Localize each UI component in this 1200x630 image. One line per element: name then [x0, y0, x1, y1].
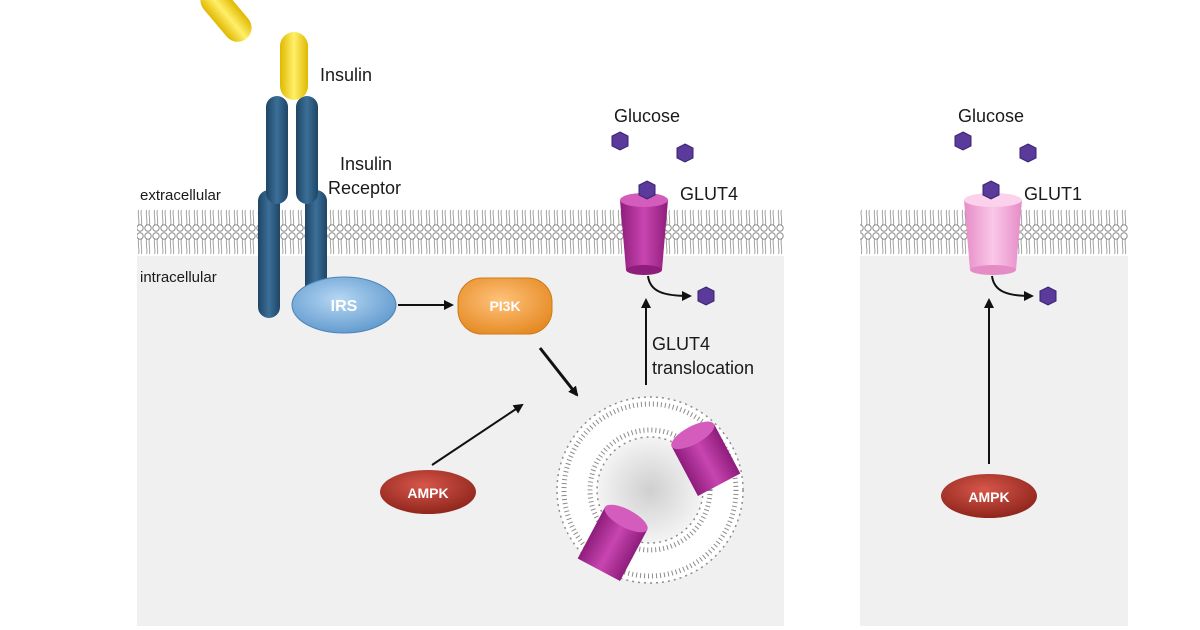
glut1-transporter [964, 193, 1022, 275]
insulin-receptor-label-line2: Receptor [328, 178, 401, 198]
ampk-to-pathway-arrow [431, 403, 524, 466]
glucose-molecules [611, 131, 1057, 306]
irs-node: IRS [291, 276, 397, 334]
glucose-icon [954, 131, 972, 151]
glucose-left-label: Glucose [614, 106, 680, 126]
ampk-left-node: AMPK [380, 470, 476, 514]
vesicle-glut4-upper [671, 421, 741, 496]
pi3k-node: PI3K [457, 277, 553, 335]
extracellular-label: extracellular [140, 187, 221, 204]
pi3k-to-vesicle-arrow [538, 347, 579, 397]
ampk-right-label: AMPK [968, 489, 1009, 505]
glut4-label: GLUT4 [680, 184, 738, 204]
ampk-right-node: AMPK [941, 474, 1037, 518]
left-cell-membrane [137, 206, 784, 264]
glut1-label: GLUT1 [1024, 184, 1082, 204]
ampk-left-label: AMPK [407, 485, 448, 501]
insulin-label: Insulin [320, 65, 372, 85]
glut4-release-arrow [647, 275, 692, 301]
glucose-icon [1019, 143, 1037, 163]
intracellular-label: intracellular [140, 269, 217, 286]
irs-label: IRS [331, 298, 358, 315]
translocation-label-line1: GLUT4 [652, 334, 710, 354]
glucose-icon [697, 286, 715, 306]
vesicle-glut4-lower [577, 504, 648, 581]
glucose-right-label: Glucose [958, 106, 1024, 126]
insulin-molecule [200, 0, 308, 100]
pi3k-label: PI3K [489, 298, 520, 314]
insulin-receptor-label-line1: Insulin [340, 154, 392, 174]
glucose-icon [982, 180, 1000, 200]
glucose-icon [676, 143, 694, 163]
glut4-transporter [620, 193, 668, 275]
translocation-label-line2: translocation [652, 358, 754, 378]
glut1-release-arrow [991, 275, 1034, 301]
glucose-icon [611, 131, 629, 151]
glucose-icon [638, 180, 656, 200]
right-cell-interior [860, 256, 1128, 626]
glucose-icon [1039, 286, 1057, 306]
